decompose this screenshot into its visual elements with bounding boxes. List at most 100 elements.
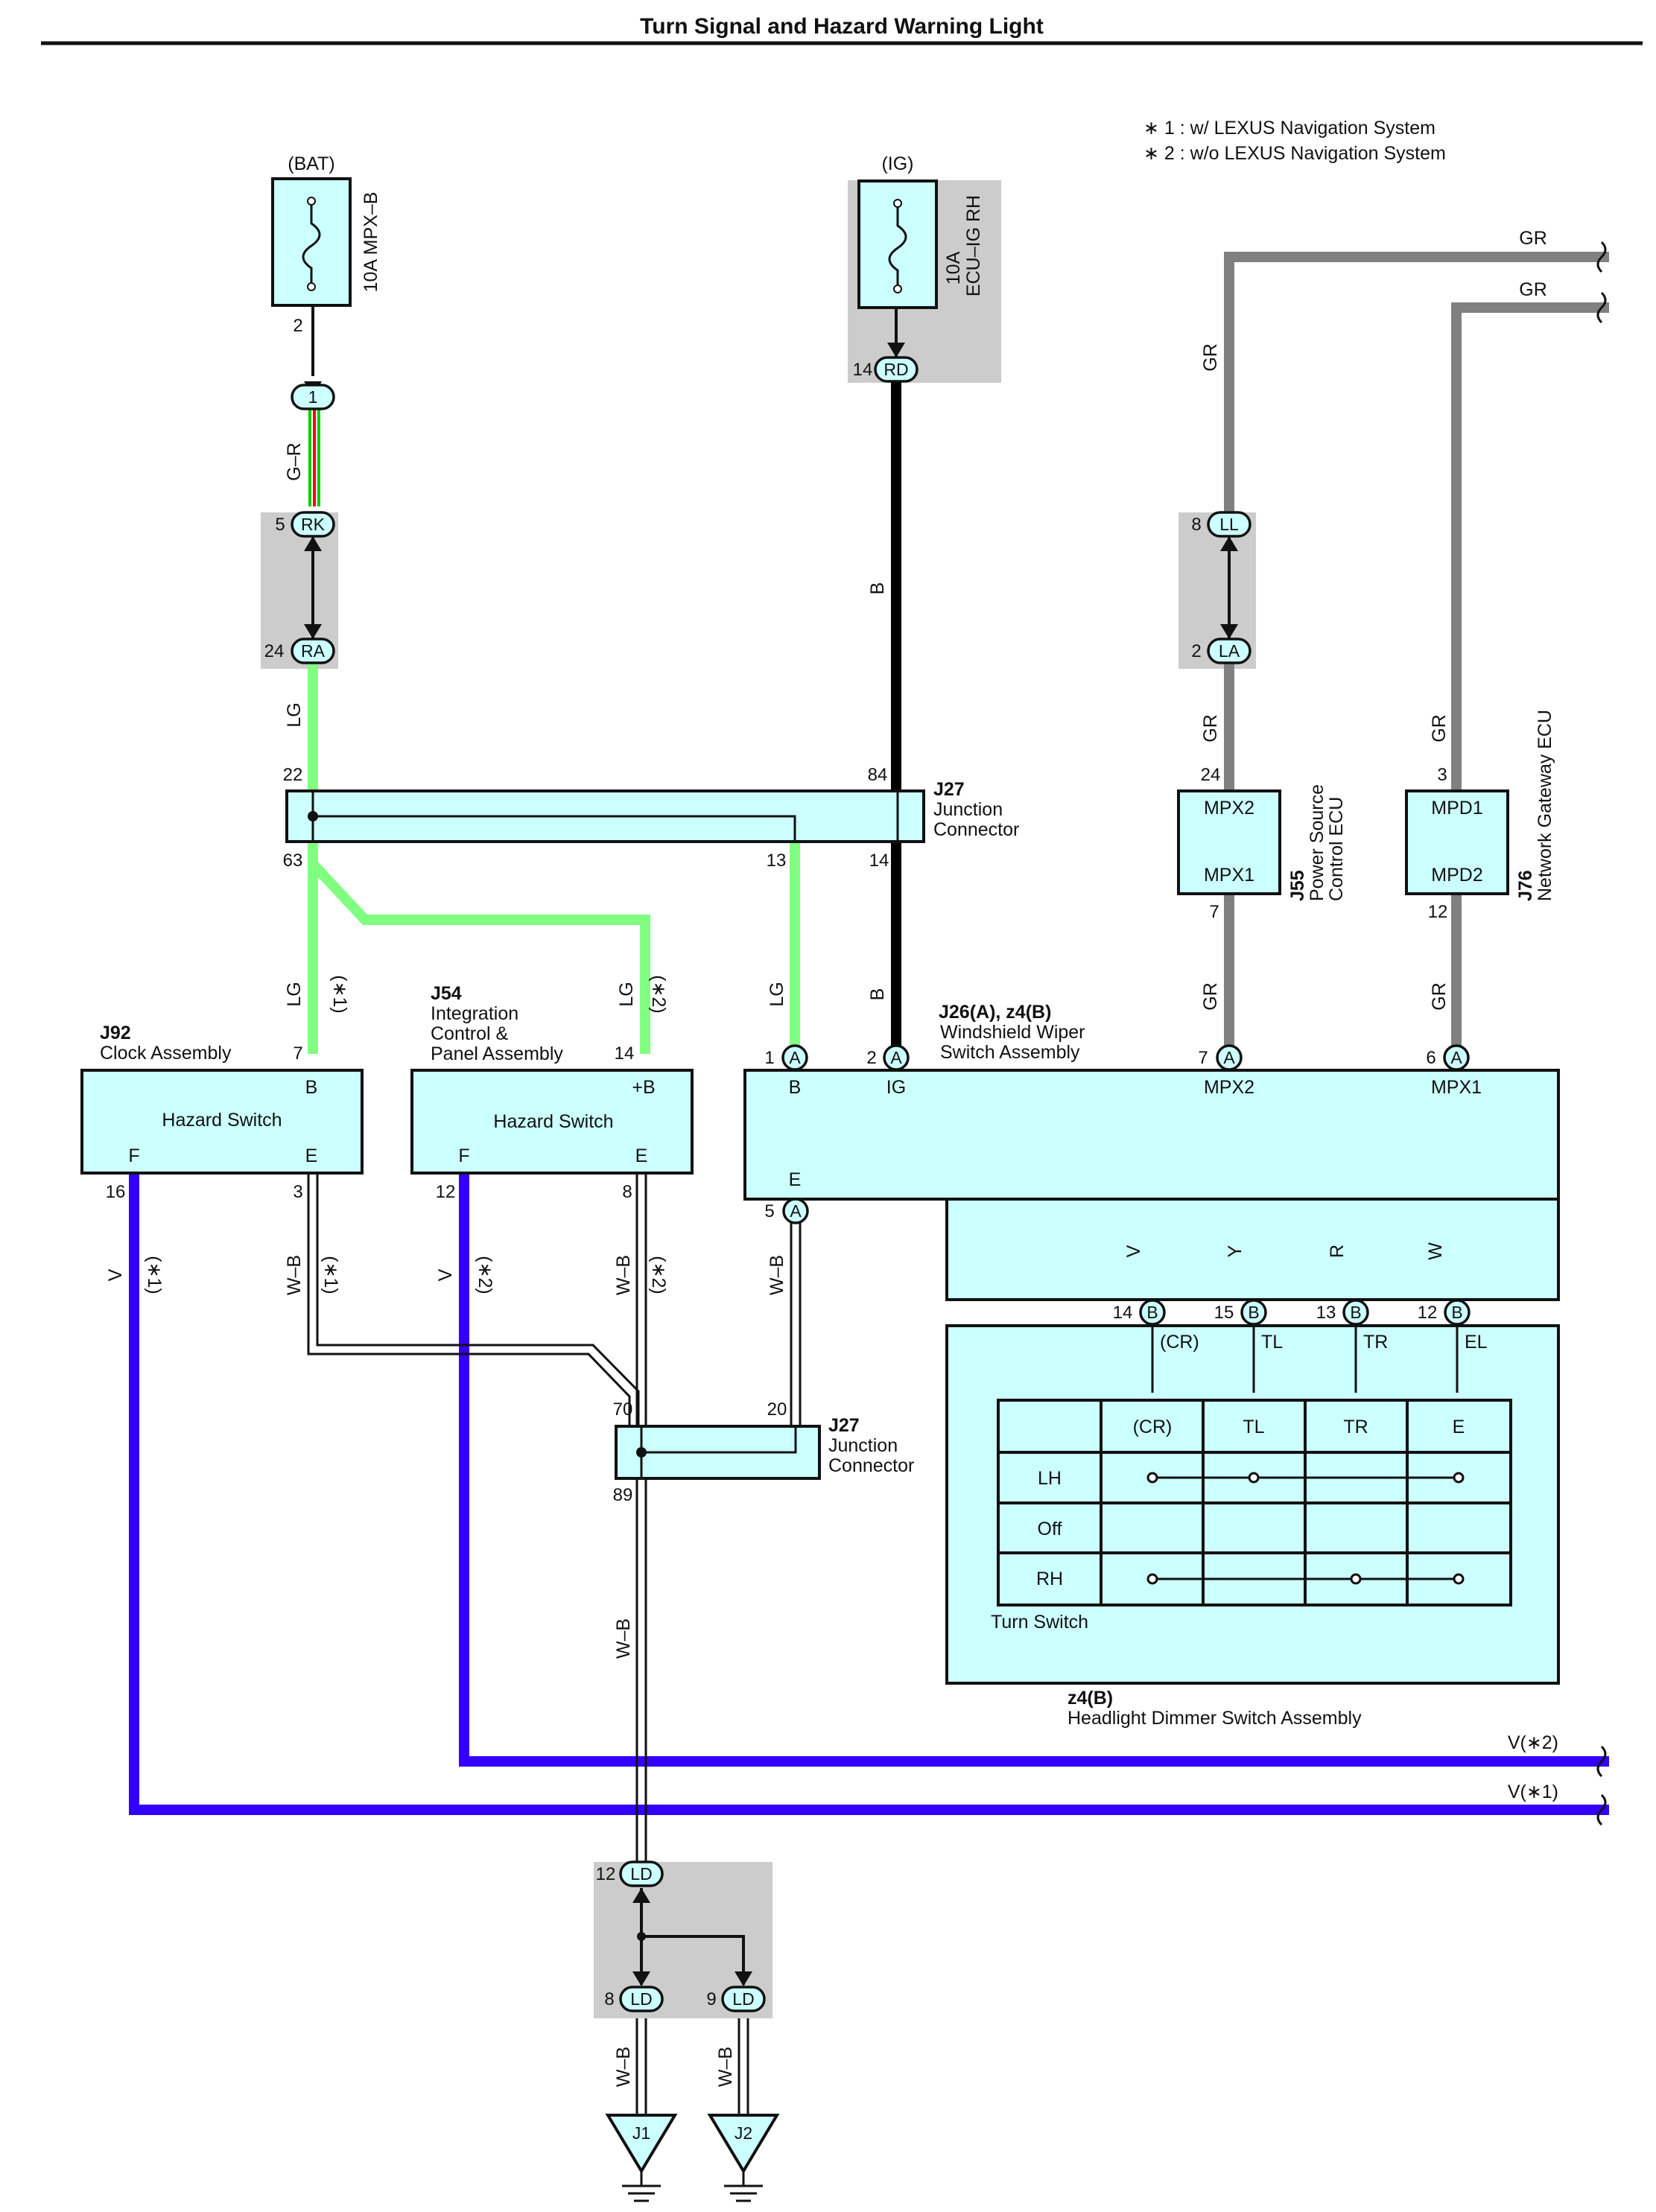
- ld9-pin: 9: [706, 1989, 716, 2009]
- ig-fuse-dot-bottom: [893, 285, 902, 293]
- bat-fuse-rating: 10A MPX–B: [361, 192, 381, 293]
- label-wb-5: W–B: [613, 2047, 634, 2087]
- wires-wb: [307, 1173, 802, 2115]
- j92-term-f: F: [128, 1145, 139, 1166]
- j76-box: [1405, 789, 1509, 895]
- wire-break-marks: [1596, 241, 1607, 1826]
- connector-rd: RD: [874, 356, 919, 383]
- turn-row-off: Off: [1038, 1519, 1062, 1539]
- j27-top-pin14: 14: [869, 851, 889, 871]
- label-v-2: V: [435, 1268, 456, 1281]
- z4-conn-b12: B: [1444, 1299, 1471, 1326]
- svg-text:LA: LA: [1219, 641, 1240, 661]
- label-lg-4: LG: [767, 982, 787, 1006]
- connector-la: LA: [1207, 638, 1251, 664]
- j26-pin2: 2: [866, 1048, 876, 1068]
- z4-conn-b15: B: [1240, 1299, 1267, 1326]
- label-star1-v: (∗1): [144, 1256, 165, 1294]
- arrow-ld9: [735, 1971, 752, 1986]
- j26-wire-y: Y: [1225, 1245, 1246, 1257]
- j54-name-2: Control &: [431, 1023, 509, 1044]
- label-v-star1-right: V(∗1): [1508, 1782, 1558, 1802]
- turn-row-rh: RH: [1036, 1569, 1063, 1589]
- svg-text:A: A: [1450, 1048, 1462, 1067]
- j92-id: J92: [100, 1023, 131, 1043]
- j55-box: [1177, 789, 1281, 895]
- j92-switch: Hazard Switch: [162, 1110, 282, 1131]
- j54-box: [410, 1069, 694, 1175]
- label-wb-2: W–B: [613, 1255, 634, 1295]
- svg-text:B: B: [1248, 1303, 1259, 1322]
- la-pin: 2: [1191, 641, 1201, 661]
- bat-fuse-dot-top: [307, 197, 316, 206]
- j76-id: J76: [1515, 870, 1536, 901]
- svg-text:A: A: [1223, 1048, 1235, 1067]
- j76-term-bottom: MPD2: [1431, 865, 1482, 886]
- j54-term-e: E: [635, 1145, 648, 1166]
- z4-conn-b14: B: [1139, 1299, 1166, 1326]
- svg-text:LD: LD: [630, 1989, 652, 2009]
- j54-name-1: Integration: [431, 1003, 518, 1024]
- j26-wire-v: V: [1123, 1245, 1144, 1257]
- label-gr-top2: GR: [1519, 279, 1547, 300]
- label-wb-1: W–B: [284, 1255, 305, 1295]
- connector-ld-12: LD: [619, 1860, 664, 1887]
- label-wb-3: W–B: [767, 1255, 787, 1295]
- svg-text:B: B: [1146, 1303, 1158, 1322]
- z4-pin12: 12: [1418, 1303, 1438, 1323]
- label-star1-wb: (∗1): [320, 1256, 341, 1294]
- j27-bottom-bus: [641, 1426, 797, 1454]
- turn-lh-continuity: [1146, 1472, 1465, 1484]
- j27-bottom-id: J27: [828, 1415, 860, 1436]
- j26-pin1: 1: [764, 1048, 774, 1068]
- j26-term-e: E: [789, 1169, 802, 1190]
- j26-term-mpx2: MPX2: [1204, 1077, 1254, 1098]
- j92-pin-f: 16: [106, 1182, 126, 1202]
- label-lg-1: LG: [284, 702, 305, 727]
- j27-top-pin22: 22: [283, 765, 303, 785]
- j54-id: J54: [431, 983, 462, 1004]
- arrow-rk: [304, 536, 322, 551]
- turn-col-e: E: [1453, 1417, 1465, 1437]
- j26-id: J26(A), z4(B): [939, 1002, 1051, 1023]
- turn-term-tr: TR: [1363, 1332, 1388, 1353]
- svg-text:B: B: [1451, 1303, 1462, 1322]
- ig-fuse-name: ECU–IG RH: [963, 195, 984, 296]
- svg-text:RD: RD: [883, 360, 908, 379]
- j54-name-3: Panel Assembly: [431, 1043, 563, 1064]
- turn-switch-label: Turn Switch: [991, 1612, 1088, 1633]
- j27-top-pin84: 84: [868, 765, 888, 785]
- j76-id-text: J76: [1515, 870, 1536, 901]
- j26-conn-a1: A: [781, 1044, 808, 1071]
- j92-pin-b: 7: [293, 1043, 302, 1064]
- j26-pin7: 7: [1198, 1048, 1208, 1068]
- label-wb-4: W–B: [613, 1618, 634, 1659]
- label-gr-5: GR: [1429, 982, 1450, 1011]
- label-star2-wb: (∗2): [648, 1256, 669, 1294]
- j26-term-mpx1: MPX1: [1431, 1077, 1482, 1098]
- j27-bottom-name-1: Junction: [828, 1435, 898, 1456]
- j26-name-1: Windshield Wiper: [940, 1022, 1085, 1043]
- turn-row-lh: LH: [1038, 1468, 1062, 1489]
- svg-text:A: A: [790, 1201, 802, 1221]
- svg-text:RA: RA: [301, 641, 326, 661]
- bat-source: (BAT): [288, 153, 334, 174]
- turn-col-cr: (CR): [1133, 1417, 1173, 1437]
- svg-text:LD: LD: [630, 1864, 652, 1884]
- j27-top-name-1: Junction: [933, 799, 1003, 820]
- bat-fuse-pin: 2: [293, 316, 302, 336]
- j76-pin-top: 3: [1437, 765, 1447, 785]
- j27-bottom-pin89: 89: [613, 1485, 633, 1505]
- j92-name: Clock Assembly: [100, 1043, 232, 1064]
- j55-pin-top: 24: [1201, 765, 1221, 785]
- j26-lower-box: [945, 1198, 1560, 1301]
- connector-ld-9: LD: [721, 1986, 766, 2012]
- j26-box: [743, 1069, 1560, 1201]
- wires-lg: [308, 663, 800, 1054]
- turn-col-tl: TL: [1243, 1417, 1264, 1437]
- j55-name-1: Power Source: [1307, 784, 1327, 901]
- arrow-ld12: [632, 1888, 650, 1903]
- j26-conn-a5: A: [782, 1198, 809, 1224]
- label-b-2: B: [867, 988, 888, 1001]
- ig-fuse-symbol: [888, 203, 907, 289]
